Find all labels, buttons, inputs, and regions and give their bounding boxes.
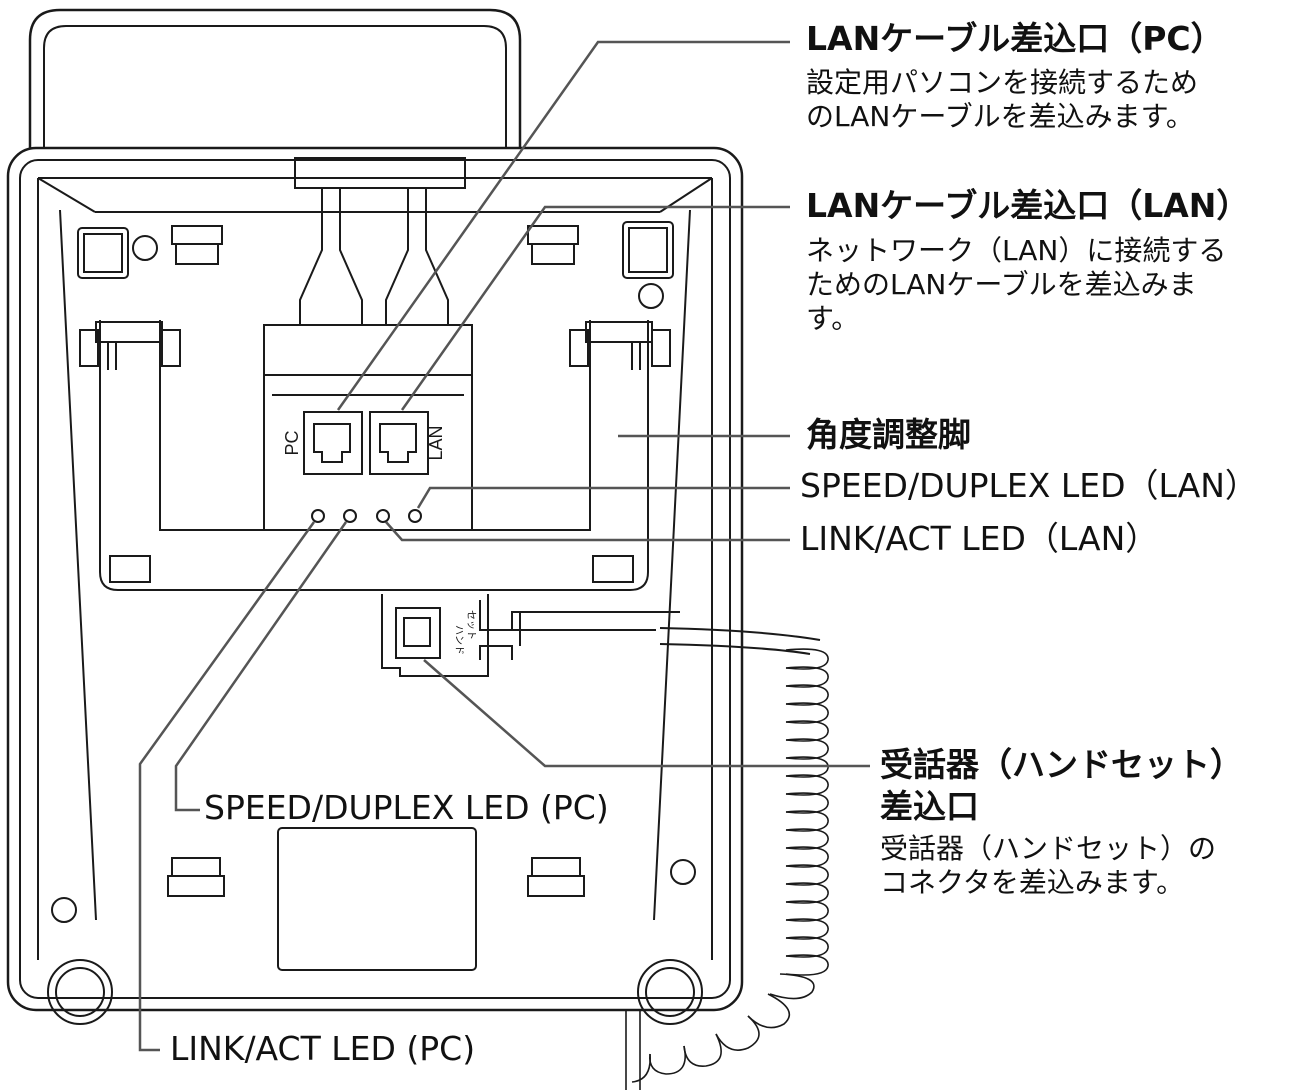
handset-cradle (28, 8, 522, 148)
label-link-act-led-lan: LINK/ACT LED（LAN） (800, 519, 1159, 558)
leader-lan-lan (400, 205, 790, 411)
pc-port-label: PC (282, 430, 302, 455)
leader-link-pc (138, 521, 316, 1052)
label-lan-port-pc-desc-1: 設定用パソコンを接続するため (806, 66, 1199, 99)
label-lan-port-lan-title: LANケーブル差込口（LAN） (806, 186, 1250, 225)
speed-duplex-led-pc (343, 509, 357, 523)
label-lan-port-lan-desc-2: ためのLANケーブルを差込みま (806, 268, 1197, 301)
label-handset-title-1: 受話器（ハンドセット） (880, 745, 1243, 784)
handset-port-label-1: ハンド (453, 625, 464, 655)
rubber-foot-right (637, 959, 703, 1025)
handset-port (395, 607, 441, 659)
leader-speed-lan (416, 486, 790, 509)
handset-cord (659, 627, 821, 641)
label-lan-port-pc-title: LANケーブル差込口（PC） (806, 19, 1224, 58)
link-act-led-lan (376, 509, 390, 523)
leader-speed-pc (174, 521, 348, 812)
handset-port-label-2: セット (465, 610, 477, 640)
rubber-foot-left (47, 959, 113, 1025)
label-speed-duplex-led-pc: SPEED/DUPLEX LED (PC) (204, 788, 609, 827)
speed-duplex-led-lan (408, 509, 422, 523)
label-lan-port-lan-desc-1: ネットワーク（LAN）に接続する (806, 234, 1227, 267)
port-panel (263, 324, 473, 531)
leader-handset (423, 659, 870, 768)
label-handset-title-2: 差込口 (880, 787, 979, 826)
lan-port (369, 411, 429, 475)
pc-port (303, 411, 363, 475)
label-stand-title: 角度調整脚 (806, 415, 971, 454)
leader-link-lan (385, 521, 790, 542)
label-speed-duplex-led-lan: SPEED/DUPLEX LED（LAN） (800, 466, 1258, 505)
label-link-act-led-pc: LINK/ACT LED (PC) (170, 1029, 476, 1068)
phone-body (6, 146, 744, 1012)
label-handset-desc-1: 受話器（ハンドセット）の (880, 832, 1217, 865)
label-lan-port-lan-desc-3: す。 (806, 302, 860, 335)
leader-lan-pc (336, 40, 790, 411)
link-act-led-pc (311, 509, 325, 523)
label-handset-desc-2: コネクタを差込みます。 (880, 866, 1185, 899)
lan-port-label: LAN (426, 425, 446, 460)
label-lan-port-pc-desc-2: のLANケーブルを差込みます。 (806, 100, 1194, 133)
stand-foot (99, 320, 649, 591)
